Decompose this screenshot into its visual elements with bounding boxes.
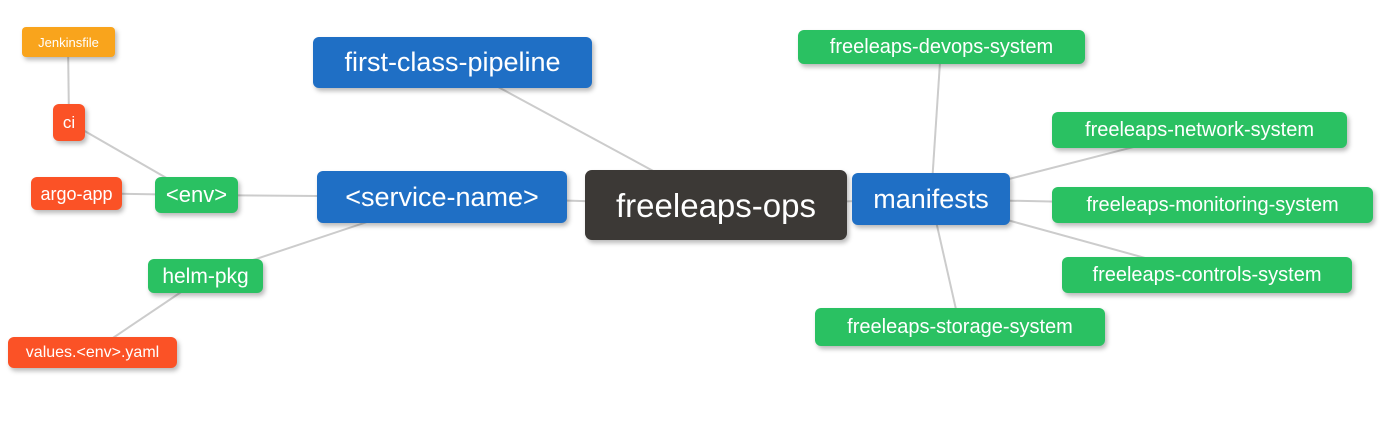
node-devops-system[interactable]: freeleaps-devops-system <box>798 30 1085 64</box>
node-ci[interactable]: ci <box>53 104 85 141</box>
node-storage-system[interactable]: freeleaps-storage-system <box>815 308 1105 346</box>
node-manifests[interactable]: manifests <box>852 173 1010 225</box>
node-freeleaps-ops[interactable]: freeleaps-ops <box>585 170 847 240</box>
node-controls-system[interactable]: freeleaps-controls-system <box>1062 257 1352 293</box>
node-jenkinsfile[interactable]: Jenkinsfile <box>22 27 115 57</box>
node-argo-app[interactable]: argo-app <box>31 177 122 210</box>
node-values-env-yaml[interactable]: values.<env>.yaml <box>8 337 177 368</box>
node-monitoring-system[interactable]: freeleaps-monitoring-system <box>1052 187 1373 223</box>
node-service-name[interactable]: <service-name> <box>317 171 567 223</box>
node-env[interactable]: <env> <box>155 177 238 213</box>
node-first-class-pipeline[interactable]: first-class-pipeline <box>313 37 592 88</box>
node-helm-pkg[interactable]: helm-pkg <box>148 259 263 293</box>
node-network-system[interactable]: freeleaps-network-system <box>1052 112 1347 148</box>
